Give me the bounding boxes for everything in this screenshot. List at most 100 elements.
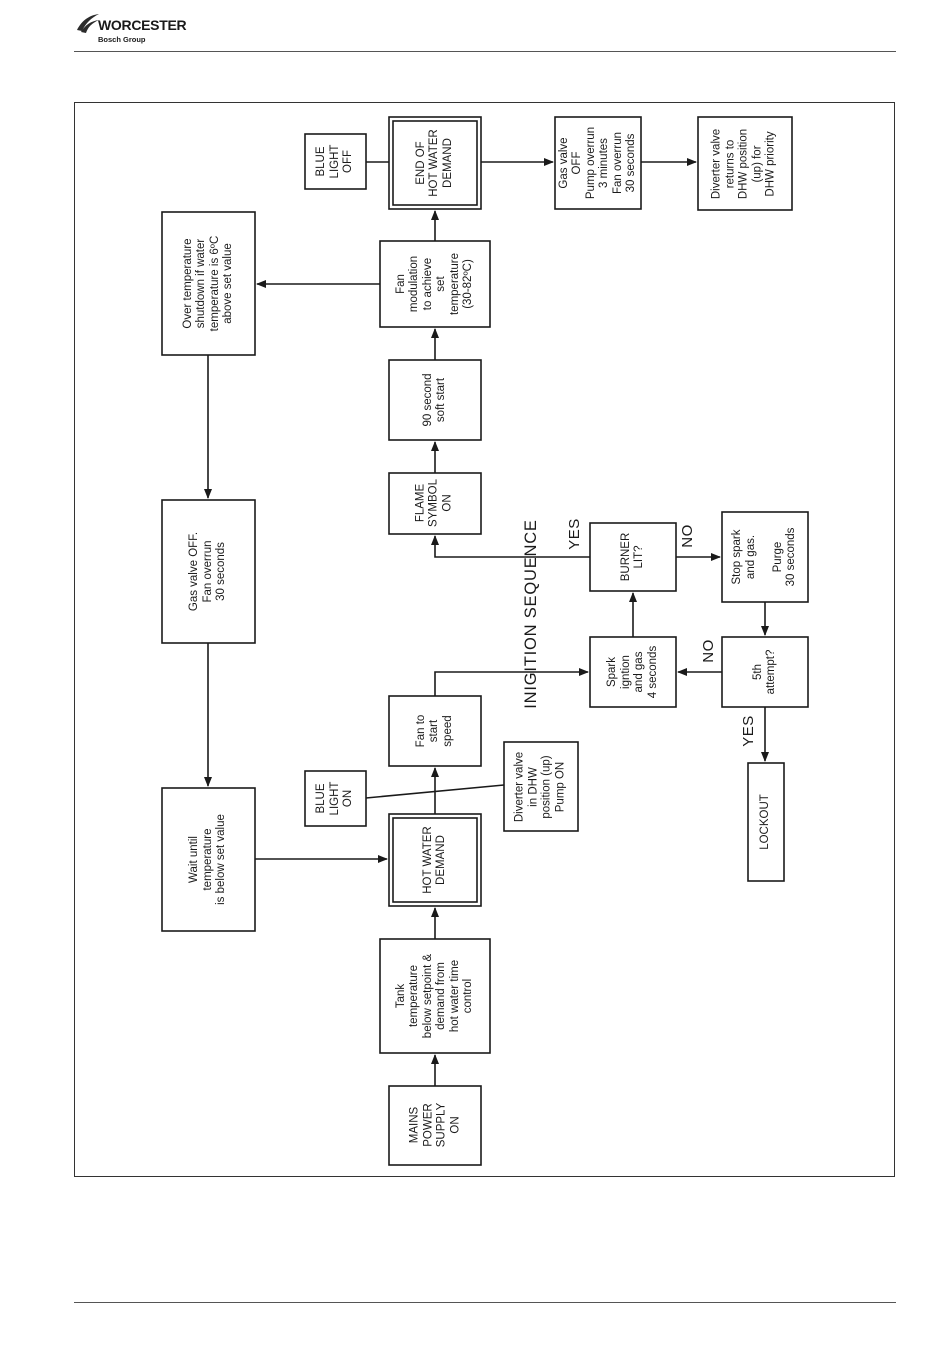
box-text-line: ON xyxy=(441,494,454,512)
box-text-line: 30 seconds xyxy=(785,527,798,587)
box-text-line: Spark xyxy=(606,656,618,688)
box-text-line: Diverter valve xyxy=(513,751,526,823)
box-text-line: DEMAND xyxy=(435,835,447,885)
box-text-line: BURNER xyxy=(619,532,632,582)
box-text-line: Diverter valve xyxy=(710,128,723,200)
box-text-line: LOCKOUT xyxy=(759,794,772,850)
box-text-line: HOT WATER xyxy=(421,826,434,894)
fifth-attempt-no-label: NO xyxy=(700,639,718,663)
box-text-line: Wait until xyxy=(188,836,201,883)
box-text-line: HOT WATER xyxy=(428,129,441,197)
box-text-line: (up) for xyxy=(751,145,764,183)
box-text-line: Fan overrun xyxy=(611,132,624,195)
box-text-line: BLUE xyxy=(315,146,328,177)
worcester-logo: WORCESTER Bosch Group xyxy=(76,12,216,46)
box-text-line: Fan to xyxy=(414,714,427,748)
box-text-line: 4 seconds xyxy=(646,645,659,699)
box-text-line: set xyxy=(435,276,447,292)
box-text-line: Pump overrun xyxy=(584,126,597,200)
diagram-frame xyxy=(74,102,895,1177)
box-text-line: POWER xyxy=(422,1103,434,1147)
box-text-line: Stop spark xyxy=(731,529,744,585)
burner-lit-yes-label: YES xyxy=(566,518,584,550)
box-text-line: LIT? xyxy=(633,545,645,569)
box-text-line: is below set value xyxy=(215,814,228,905)
fifth-attempt-yes-label: YES xyxy=(740,715,758,747)
box-text-line: 30 seconds xyxy=(215,542,228,601)
box-text-line: and gas xyxy=(633,651,645,693)
worcester-swoosh-icon xyxy=(77,14,99,33)
box-text-line: DHW priority xyxy=(764,131,777,197)
box-lockout-outline xyxy=(747,762,785,882)
box-text-line: ON xyxy=(449,1116,461,1134)
brand-group: Bosch Group xyxy=(98,35,146,44)
box-text-line: Tank xyxy=(394,983,407,1009)
box-text-line: control xyxy=(462,978,474,1014)
box-text-line: OFF xyxy=(571,151,583,175)
box-diverter-ret-outline xyxy=(697,116,793,211)
box-text-line: Gas valve xyxy=(557,137,570,189)
box-text-line: temperature xyxy=(448,253,461,316)
box-text-line: shutdown if water xyxy=(195,238,207,329)
box-text-line: SYMBOL xyxy=(427,479,440,527)
box-text-line: soft start xyxy=(435,377,447,423)
box-text-line: demand from xyxy=(435,962,447,1030)
box-text-line: igntion xyxy=(619,655,632,689)
box-text-line: Pump ON xyxy=(554,761,566,813)
box-text-line xyxy=(758,528,772,587)
box-text-line: Fan xyxy=(394,274,407,294)
box-text-line: temperature xyxy=(201,828,214,891)
box-text-line: ON xyxy=(342,789,355,808)
box-blue-on-outline xyxy=(304,770,367,827)
box-text-line: FLAME xyxy=(414,483,427,523)
box-text-line: 5th xyxy=(751,664,764,680)
box-end-hwd-inner xyxy=(392,120,478,206)
box-text-line: BLUE xyxy=(315,783,328,814)
box-lockout-text: LOCKOUT xyxy=(759,794,773,850)
burner-lit-no-label: NO xyxy=(679,524,697,548)
box-text-line: to achieve xyxy=(421,257,434,311)
box-text-line: and gas. xyxy=(744,534,757,580)
box-text-line: (30-82ºC) xyxy=(462,259,474,309)
box-text-line: SUPPLY xyxy=(435,1102,448,1148)
box-text-line: 90 second xyxy=(421,373,434,427)
box-text-line: above set value xyxy=(222,243,234,324)
box-text-line: OFF xyxy=(342,150,355,173)
box-text-line: LIGHT xyxy=(328,144,341,179)
box-diverter-dhw-outline xyxy=(503,741,579,832)
box-text-line: in DHW xyxy=(527,767,539,807)
box-gas-pump-outline xyxy=(554,116,642,210)
ignition-sequence-label: INIGITION SEQUENCE xyxy=(522,519,541,709)
